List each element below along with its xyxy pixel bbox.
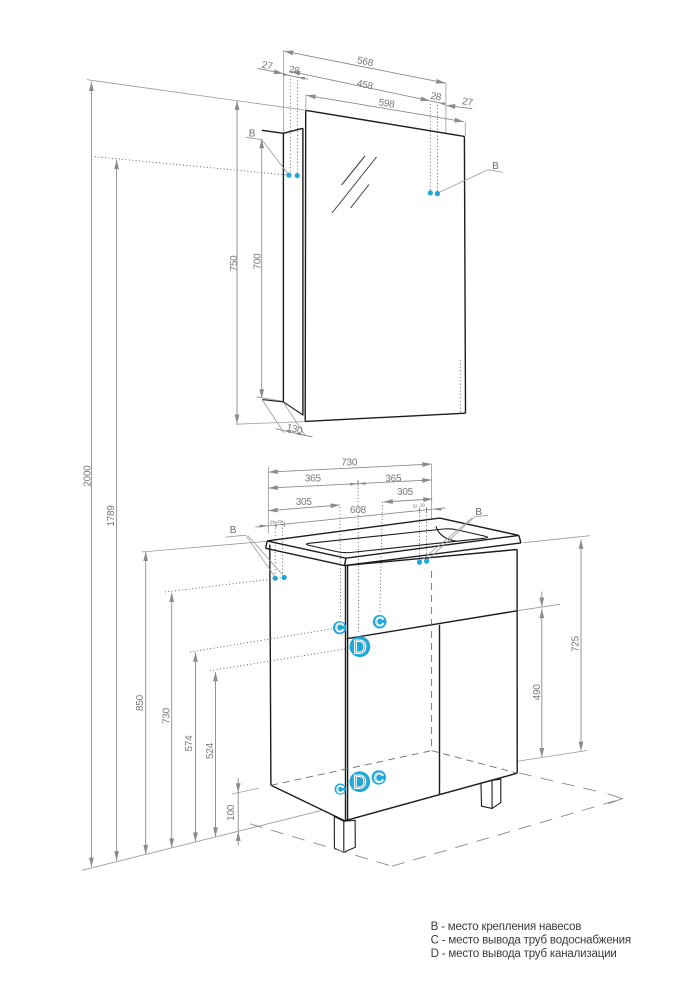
svg-text:B: B — [492, 161, 499, 172]
svg-text:27: 27 — [261, 60, 274, 73]
svg-text:524: 524 — [205, 742, 216, 759]
svg-text:2000: 2000 — [82, 465, 93, 487]
svg-text:608: 608 — [350, 505, 367, 516]
svg-text:B: B — [249, 129, 256, 140]
svg-text:B - место крепления навесов: B - место крепления навесов — [431, 921, 582, 933]
svg-text:32: 32 — [277, 519, 283, 524]
svg-text:100: 100 — [226, 804, 237, 821]
svg-text:130: 130 — [285, 422, 304, 436]
svg-text:C: C — [335, 621, 344, 635]
svg-text:C: C — [374, 770, 384, 786]
svg-text:700: 700 — [252, 253, 263, 270]
svg-text:29: 29 — [270, 520, 276, 525]
svg-text:568: 568 — [356, 55, 374, 69]
svg-text:1789: 1789 — [106, 505, 117, 527]
svg-text:730: 730 — [341, 458, 358, 469]
svg-text:730: 730 — [161, 707, 172, 724]
svg-text:C: C — [336, 784, 344, 796]
svg-text:305: 305 — [397, 487, 414, 498]
svg-text:32: 32 — [412, 503, 418, 508]
svg-text:305: 305 — [296, 497, 313, 508]
svg-text:365: 365 — [305, 473, 322, 484]
svg-text:598: 598 — [378, 97, 396, 111]
svg-text:28: 28 — [430, 91, 443, 104]
svg-text:490: 490 — [532, 684, 543, 701]
svg-text:D: D — [353, 638, 367, 659]
svg-text:574: 574 — [184, 735, 195, 752]
svg-text:D - место вывода труб канализа: D - место вывода труб канализации — [431, 948, 617, 960]
svg-text:C - место вывода труб водоснаб: C - место вывода труб водоснабжения — [431, 935, 631, 947]
svg-text:D: D — [353, 773, 367, 794]
svg-text:28: 28 — [288, 64, 301, 77]
svg-text:750: 750 — [229, 255, 240, 272]
svg-text:29: 29 — [420, 503, 426, 508]
svg-text:365: 365 — [385, 473, 402, 484]
svg-text:C: C — [375, 615, 384, 629]
svg-text:B: B — [475, 507, 482, 518]
svg-text:850: 850 — [135, 694, 146, 711]
svg-text:725: 725 — [570, 635, 581, 652]
svg-text:B: B — [230, 525, 237, 536]
svg-text:27: 27 — [461, 96, 474, 109]
svg-text:458: 458 — [356, 78, 375, 92]
